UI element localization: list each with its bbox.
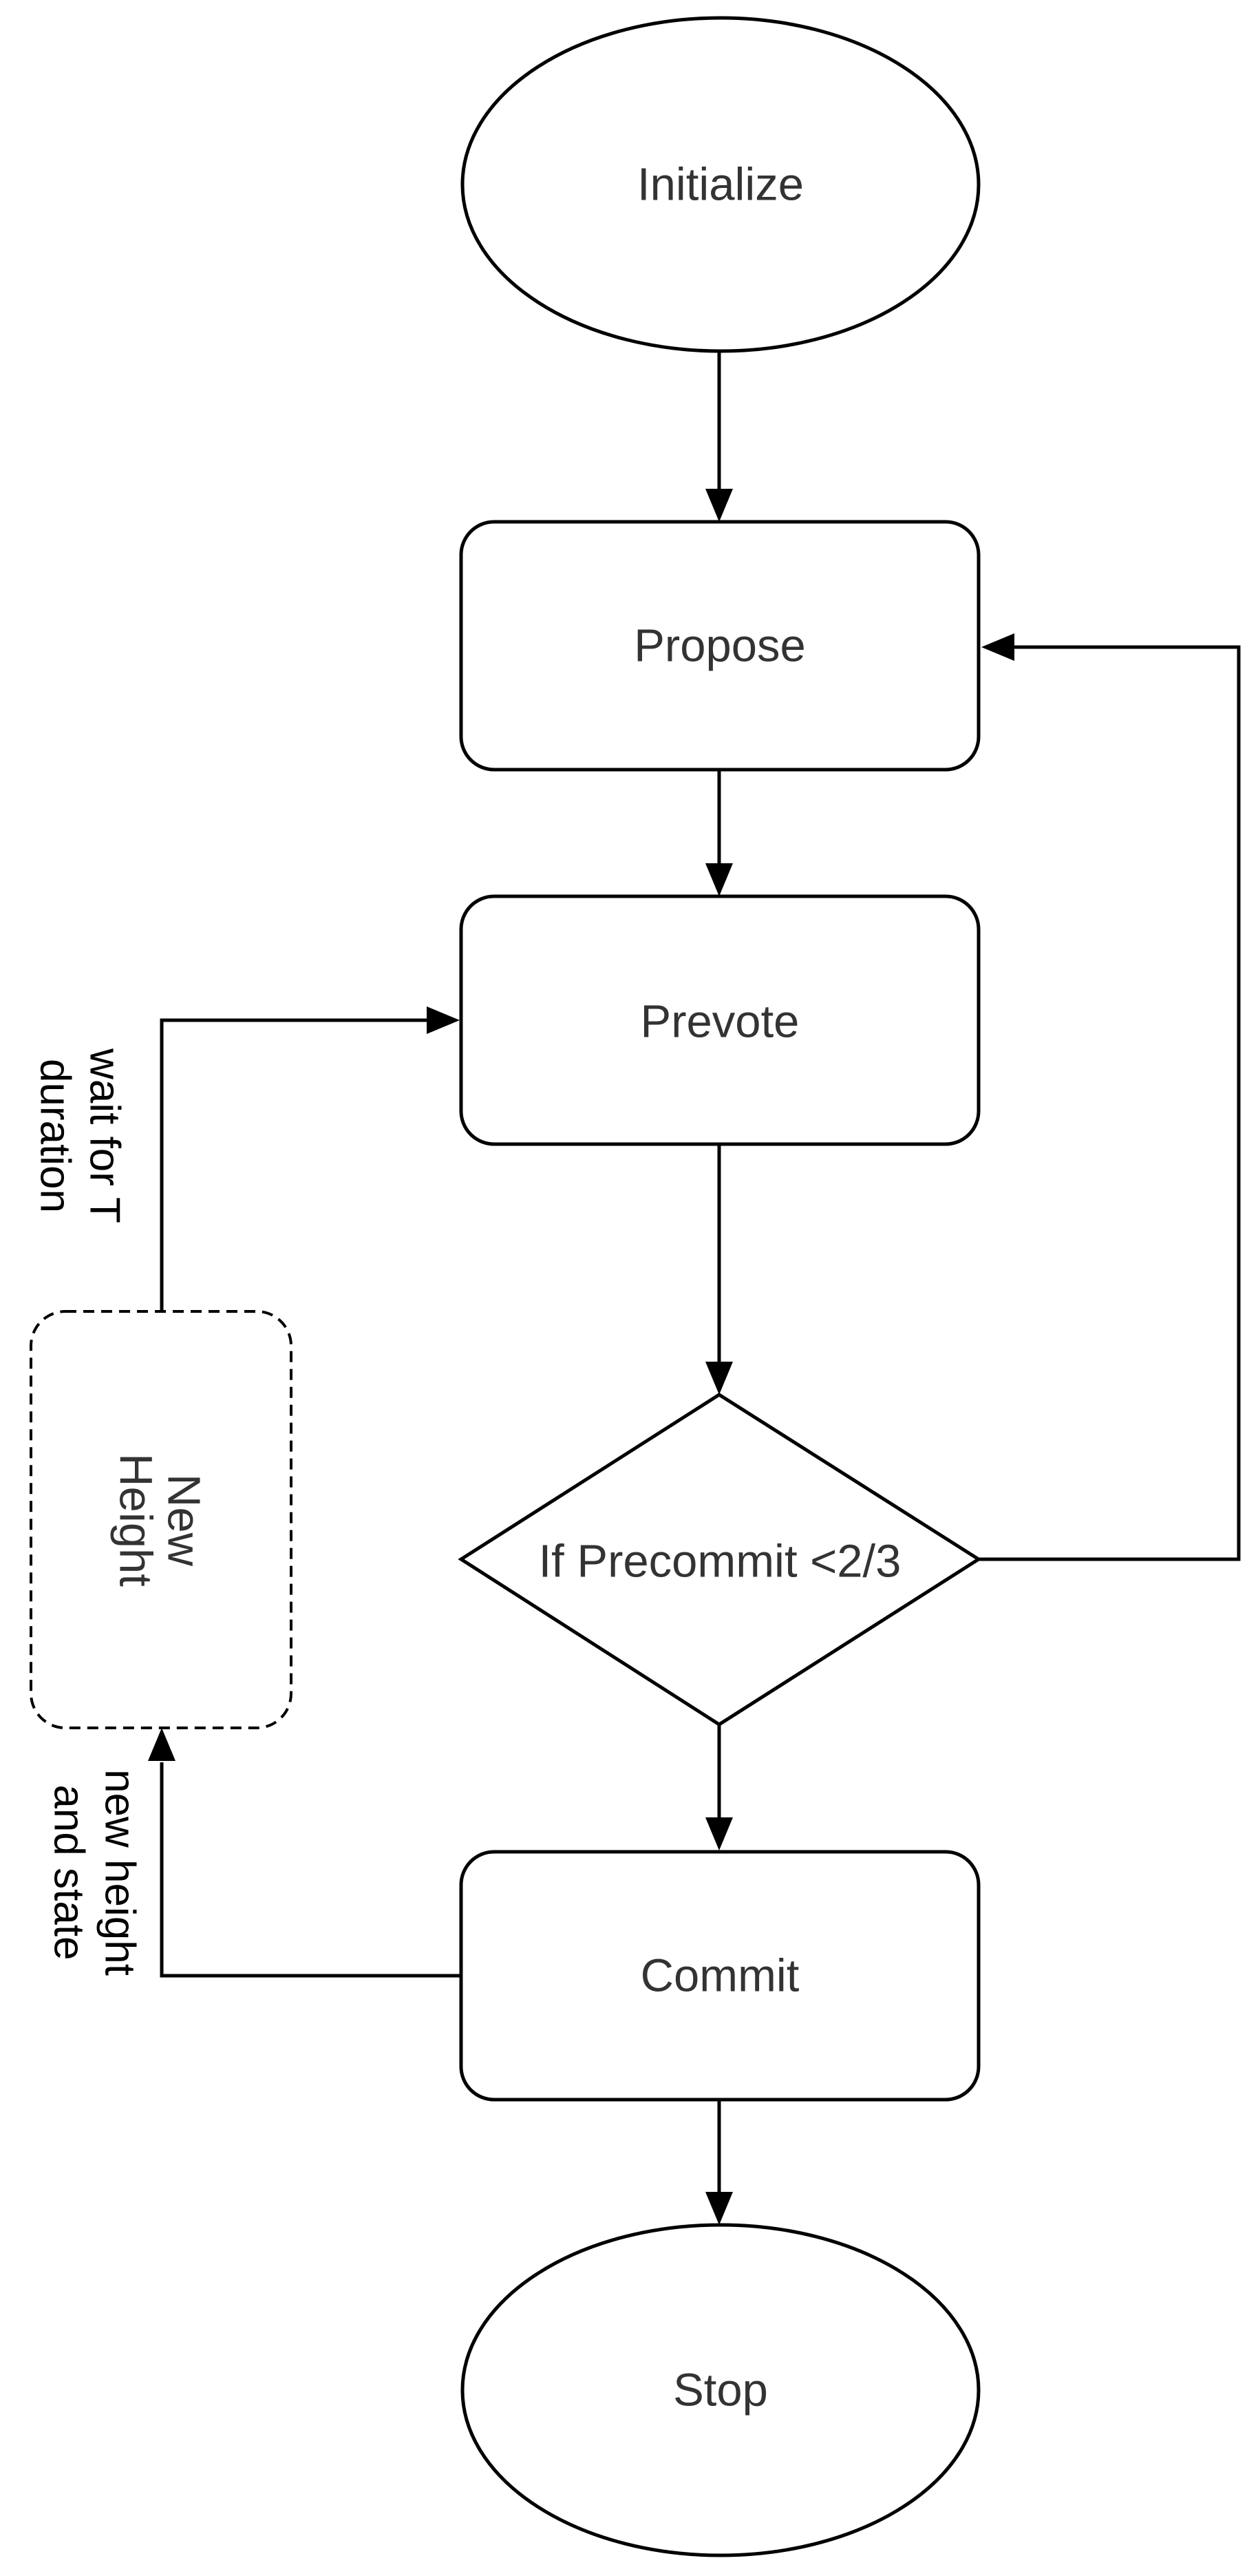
precommit-check-node: If Precommit <2/3 [458, 1393, 982, 1727]
edge-new-height-to-prevote [160, 1006, 460, 1311]
edge-initialize-to-propose [705, 351, 733, 522]
edge-commit-to-stop [705, 2100, 733, 2225]
edge-check-to-propose [979, 633, 1241, 1561]
initialize-node: Initialize [460, 16, 981, 353]
wait-edge-label: wait for T duration [32, 1048, 129, 1223]
commit-node: Commit [459, 1850, 981, 2102]
propose-node: Propose [459, 520, 981, 772]
stop-label: Stop [673, 2365, 768, 2416]
edge-propose-to-prevote [705, 770, 733, 896]
new-height-state-label-line2: and state [45, 1784, 93, 1960]
new-height-state-label-line1: new height [96, 1769, 144, 1976]
initialize-label: Initialize [637, 159, 804, 211]
new-height-node: New Height [30, 1310, 292, 1729]
propose-label: Propose [634, 620, 806, 672]
stop-node: Stop [460, 2223, 981, 2557]
edge-check-to-commit [705, 1724, 733, 1850]
commit-label: Commit [641, 1950, 800, 2002]
edge-prevote-to-check [705, 1144, 733, 1395]
precommit-check-label: If Precommit <2/3 [539, 1536, 902, 1587]
prevote-node: Prevote [459, 894, 981, 1146]
edge-commit-to-new-height [148, 1728, 461, 1978]
new-height-label-line2: Height [110, 1453, 162, 1587]
new-height-state-edge-label: new height and state [45, 1769, 144, 1976]
prevote-label: Prevote [641, 996, 800, 1048]
wait-label-line1: wait for T [81, 1048, 129, 1223]
new-height-label-line1: New [158, 1474, 210, 1567]
wait-label-line2: duration [32, 1059, 79, 1213]
